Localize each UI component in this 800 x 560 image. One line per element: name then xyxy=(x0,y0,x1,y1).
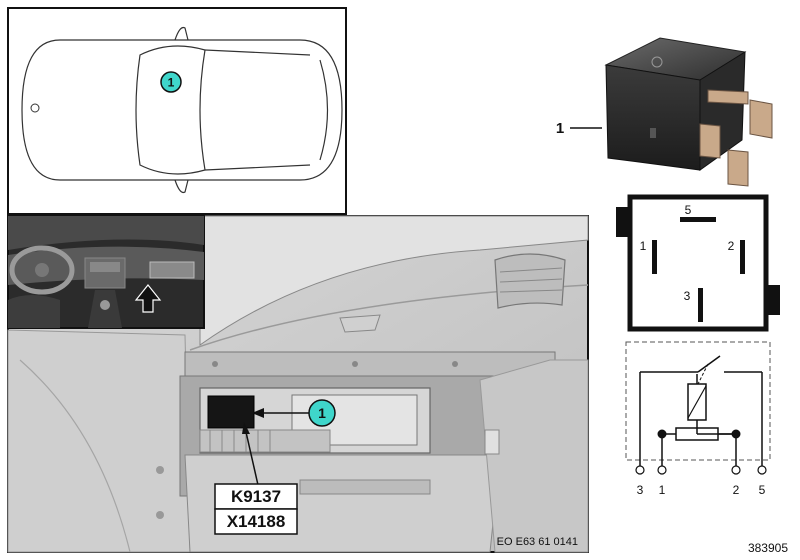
relay-schematic xyxy=(625,341,771,475)
schematic-terminal-1 xyxy=(657,465,667,475)
inset-location-arrow xyxy=(134,284,162,313)
bracket-ribs xyxy=(199,429,331,453)
car-windshield xyxy=(135,45,206,175)
car-rear-window xyxy=(319,59,329,161)
pin-2-label: 2 xyxy=(728,239,735,253)
pin-2-blade xyxy=(740,240,745,274)
callout-location-view-label: 1 xyxy=(318,405,326,421)
callout-car-view-label: 1 xyxy=(168,76,175,90)
pin-5-label: 5 xyxy=(685,203,692,217)
plug-designation: X14188 xyxy=(227,512,286,531)
schematic-terminal-5 xyxy=(757,465,767,475)
callout-location-view: 1 xyxy=(308,399,336,427)
terminal-label-3: 3 xyxy=(637,483,644,497)
catalog-number: 383905 xyxy=(748,541,788,555)
pin-5-blade xyxy=(680,217,716,222)
part-number: 1 xyxy=(556,120,564,137)
pin-3-label: 3 xyxy=(684,289,691,303)
relay-in-vehicle xyxy=(207,395,255,429)
car-top-view-panel: 1 xyxy=(7,7,347,215)
callout-car-view: 1 xyxy=(160,71,182,93)
relay-product-image: 1 xyxy=(556,37,773,187)
schematic-terminal-labels: 3 1 2 5 xyxy=(637,483,766,497)
relay-pin-face: 5 1 2 3 xyxy=(616,194,780,332)
pin-face-tab-left xyxy=(616,207,628,237)
car-outline xyxy=(21,39,343,181)
schematic-terminal-3 xyxy=(635,465,645,475)
pin-1-label: 1 xyxy=(640,239,647,253)
car-mirror-right xyxy=(174,179,189,194)
schematic-terminal-2 xyxy=(731,465,741,475)
car-mirror-left xyxy=(174,26,189,41)
leader-to-labels xyxy=(245,431,259,486)
interior-inset-photo xyxy=(7,215,205,329)
dashboard-edge xyxy=(199,215,589,346)
terminal-label-1: 1 xyxy=(659,483,666,497)
terminal-label-2: 2 xyxy=(733,483,740,497)
pin-3-blade xyxy=(698,288,703,322)
car-fuel-cap xyxy=(30,103,40,113)
relay-terminals xyxy=(699,89,773,187)
location-photo-panel: 1 K9137 X14188 EO E63 61 0141 xyxy=(7,215,589,553)
steering-wheel xyxy=(9,245,75,295)
terminal-label-5: 5 xyxy=(759,483,766,497)
figure-code: EO E63 61 0141 xyxy=(497,536,578,548)
relay-designation: K9137 xyxy=(231,487,281,506)
mounting-rail xyxy=(184,351,556,377)
air-vent xyxy=(494,253,566,309)
pin-face-tab-right xyxy=(768,285,780,315)
connector-label-box: K9137 X14188 xyxy=(214,483,298,535)
pin-1-blade xyxy=(652,240,657,274)
